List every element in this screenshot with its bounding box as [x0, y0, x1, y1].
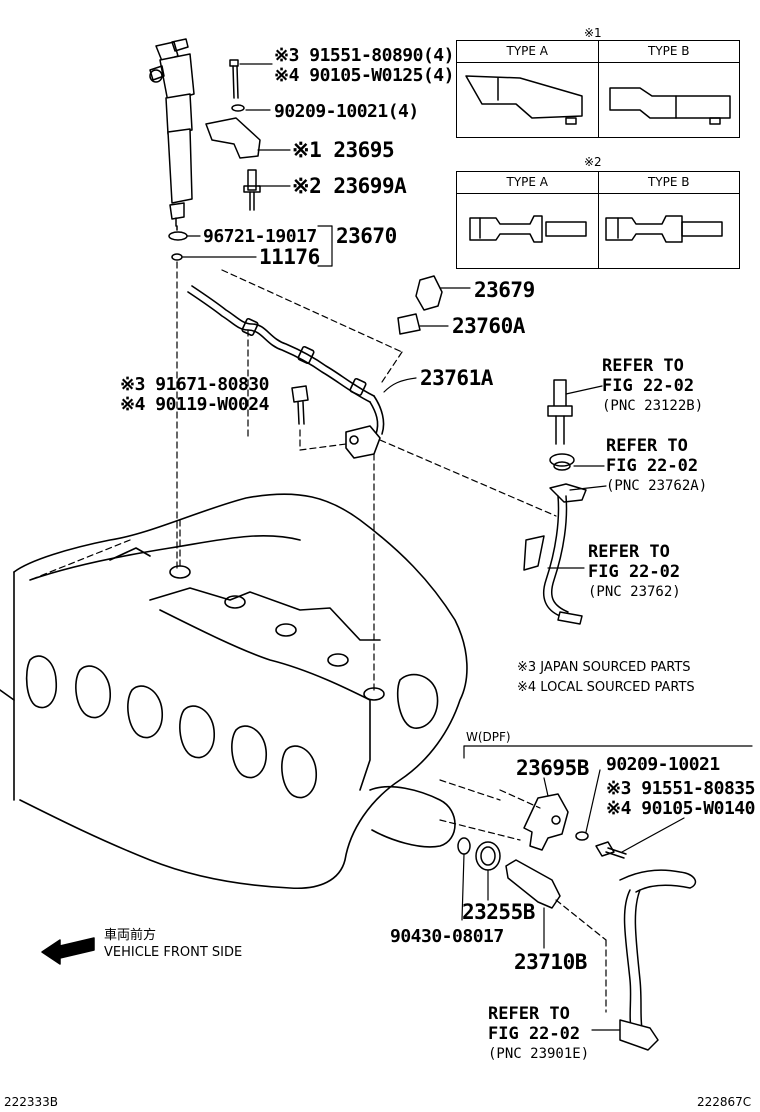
label-gasket: 11176	[259, 245, 320, 269]
leakoff-hose-drawing	[187, 285, 385, 459]
table2-sketch-b	[605, 215, 723, 243]
ref-leaders	[547, 385, 607, 569]
table1-head-a: TYPE A	[457, 41, 598, 63]
label-stud: ※2 23699A	[292, 174, 407, 198]
ref-23762-pnc: (PNC 23762)	[588, 584, 681, 600]
ref-23762-line2: FIG 22-02	[588, 562, 681, 582]
ref-23762a-line1: REFER TO	[606, 436, 688, 456]
dpf-header: W(DPF)	[466, 730, 511, 744]
label-dpf-injector: 23710B	[514, 950, 587, 974]
ref-23762[interactable]: REFER TO FIG 22-02 (PNC 23762)	[588, 542, 681, 602]
bolt-drawing	[229, 59, 245, 112]
ref-23122b[interactable]: REFER TO FIG 22-02 (PNC 23122B)	[602, 356, 703, 416]
label-oring: 96721-19017	[203, 226, 317, 247]
table2-sketch-a	[469, 215, 587, 243]
ref-23901e-pnc: (PNC 23901E)	[488, 1046, 590, 1062]
dpf-leaders	[461, 769, 685, 1031]
label-hose: 23761A	[420, 366, 493, 390]
injector-drawing	[149, 38, 195, 261]
hose-guides	[221, 269, 557, 691]
label-dpf-gasket: 90430-08017	[390, 926, 504, 947]
ref-23122b-line1: REFER TO	[602, 356, 684, 376]
ref-23762a[interactable]: REFER TO FIG 22-02 (PNC 23762A)	[606, 436, 707, 496]
pipe-leaders	[383, 287, 471, 393]
label-hose-bolt-jp: ※3 91671-80830	[120, 374, 269, 395]
corner-code-right: 222867C	[697, 1095, 752, 1109]
engine-block-drawing	[0, 493, 468, 890]
table2-mark: ※2	[584, 155, 602, 169]
label-dpf-clamp: 23695B	[516, 756, 589, 780]
ref-23901e-line1: REFER TO	[488, 1004, 570, 1024]
front-arrow-icon	[41, 937, 95, 965]
type-table-1: TYPE A TYPE B	[456, 40, 740, 138]
ref-23122b-pnc: (PNC 23122B)	[602, 398, 704, 414]
label-dpf-seal: 23255B	[462, 900, 535, 924]
label-dpf-bolt-local: ※4 90105-W0140	[606, 798, 755, 819]
injector-leaders	[182, 63, 333, 267]
clip-drawing	[397, 313, 421, 335]
table1-sketch-b	[609, 87, 731, 125]
label-washer: 90209-10021(4)	[274, 101, 419, 122]
table1-sketch-a	[465, 75, 583, 125]
label-union: 23679	[474, 278, 535, 302]
hose-bolt-drawing	[291, 385, 309, 425]
corner-code-left: 222333B	[4, 1095, 59, 1109]
table2-col-b: TYPE B	[598, 172, 739, 268]
ref-23762a-line2: FIG 22-02	[606, 456, 699, 476]
dpf-parts-drawing	[457, 793, 697, 1051]
label-clip: 23760A	[452, 314, 525, 338]
label-dpf-washer: 90209-10021	[606, 754, 720, 775]
table1-mark: ※1	[584, 26, 602, 40]
union-drawing	[415, 275, 443, 311]
note-local: ※4 LOCAL SOURCED PARTS	[517, 680, 695, 695]
stud-drawing	[243, 169, 261, 211]
ref-23122b-line2: FIG 22-02	[602, 376, 695, 396]
label-clamp: ※1 23695	[292, 138, 395, 162]
table2-col-a: TYPE A	[457, 172, 599, 268]
clamp-drawing	[205, 117, 261, 159]
ref-23901e-line2: FIG 22-02	[488, 1024, 581, 1044]
ref-23901e[interactable]: REFER TO FIG 22-02 (PNC 23901E)	[488, 1004, 589, 1064]
label-bolt-local: ※4 90105-W0125(4)	[274, 65, 454, 86]
label-bolt-jp: ※3 91551-80890(4)	[274, 45, 454, 66]
ref-23762a-pnc: (PNC 23762A)	[606, 478, 708, 494]
note-japan: ※3 JAPAN SOURCED PARTS	[517, 660, 691, 675]
table1-col-b: TYPE B	[598, 41, 739, 137]
direction-jp: 車両前方	[104, 928, 157, 943]
table1-head-b: TYPE B	[598, 41, 739, 63]
dpf-bracket-line	[463, 745, 753, 759]
engine-guides	[29, 519, 521, 841]
ref-23762-line1: REFER TO	[588, 542, 670, 562]
label-injector: 23670	[336, 224, 397, 248]
label-dpf-bolt-jp: ※3 91551-80835	[606, 778, 755, 799]
direction-en: VEHICLE FRONT SIDE	[104, 945, 243, 960]
type-table-2: TYPE A TYPE B	[456, 171, 740, 269]
label-hose-bolt-local: ※4 90119-W0024	[120, 394, 269, 415]
table2-head-b: TYPE B	[598, 172, 739, 194]
table1-col-a: TYPE A	[457, 41, 599, 137]
dpf-guides	[499, 789, 607, 1013]
table2-head-a: TYPE A	[457, 172, 598, 194]
fuel-pipe-drawing	[523, 379, 587, 625]
